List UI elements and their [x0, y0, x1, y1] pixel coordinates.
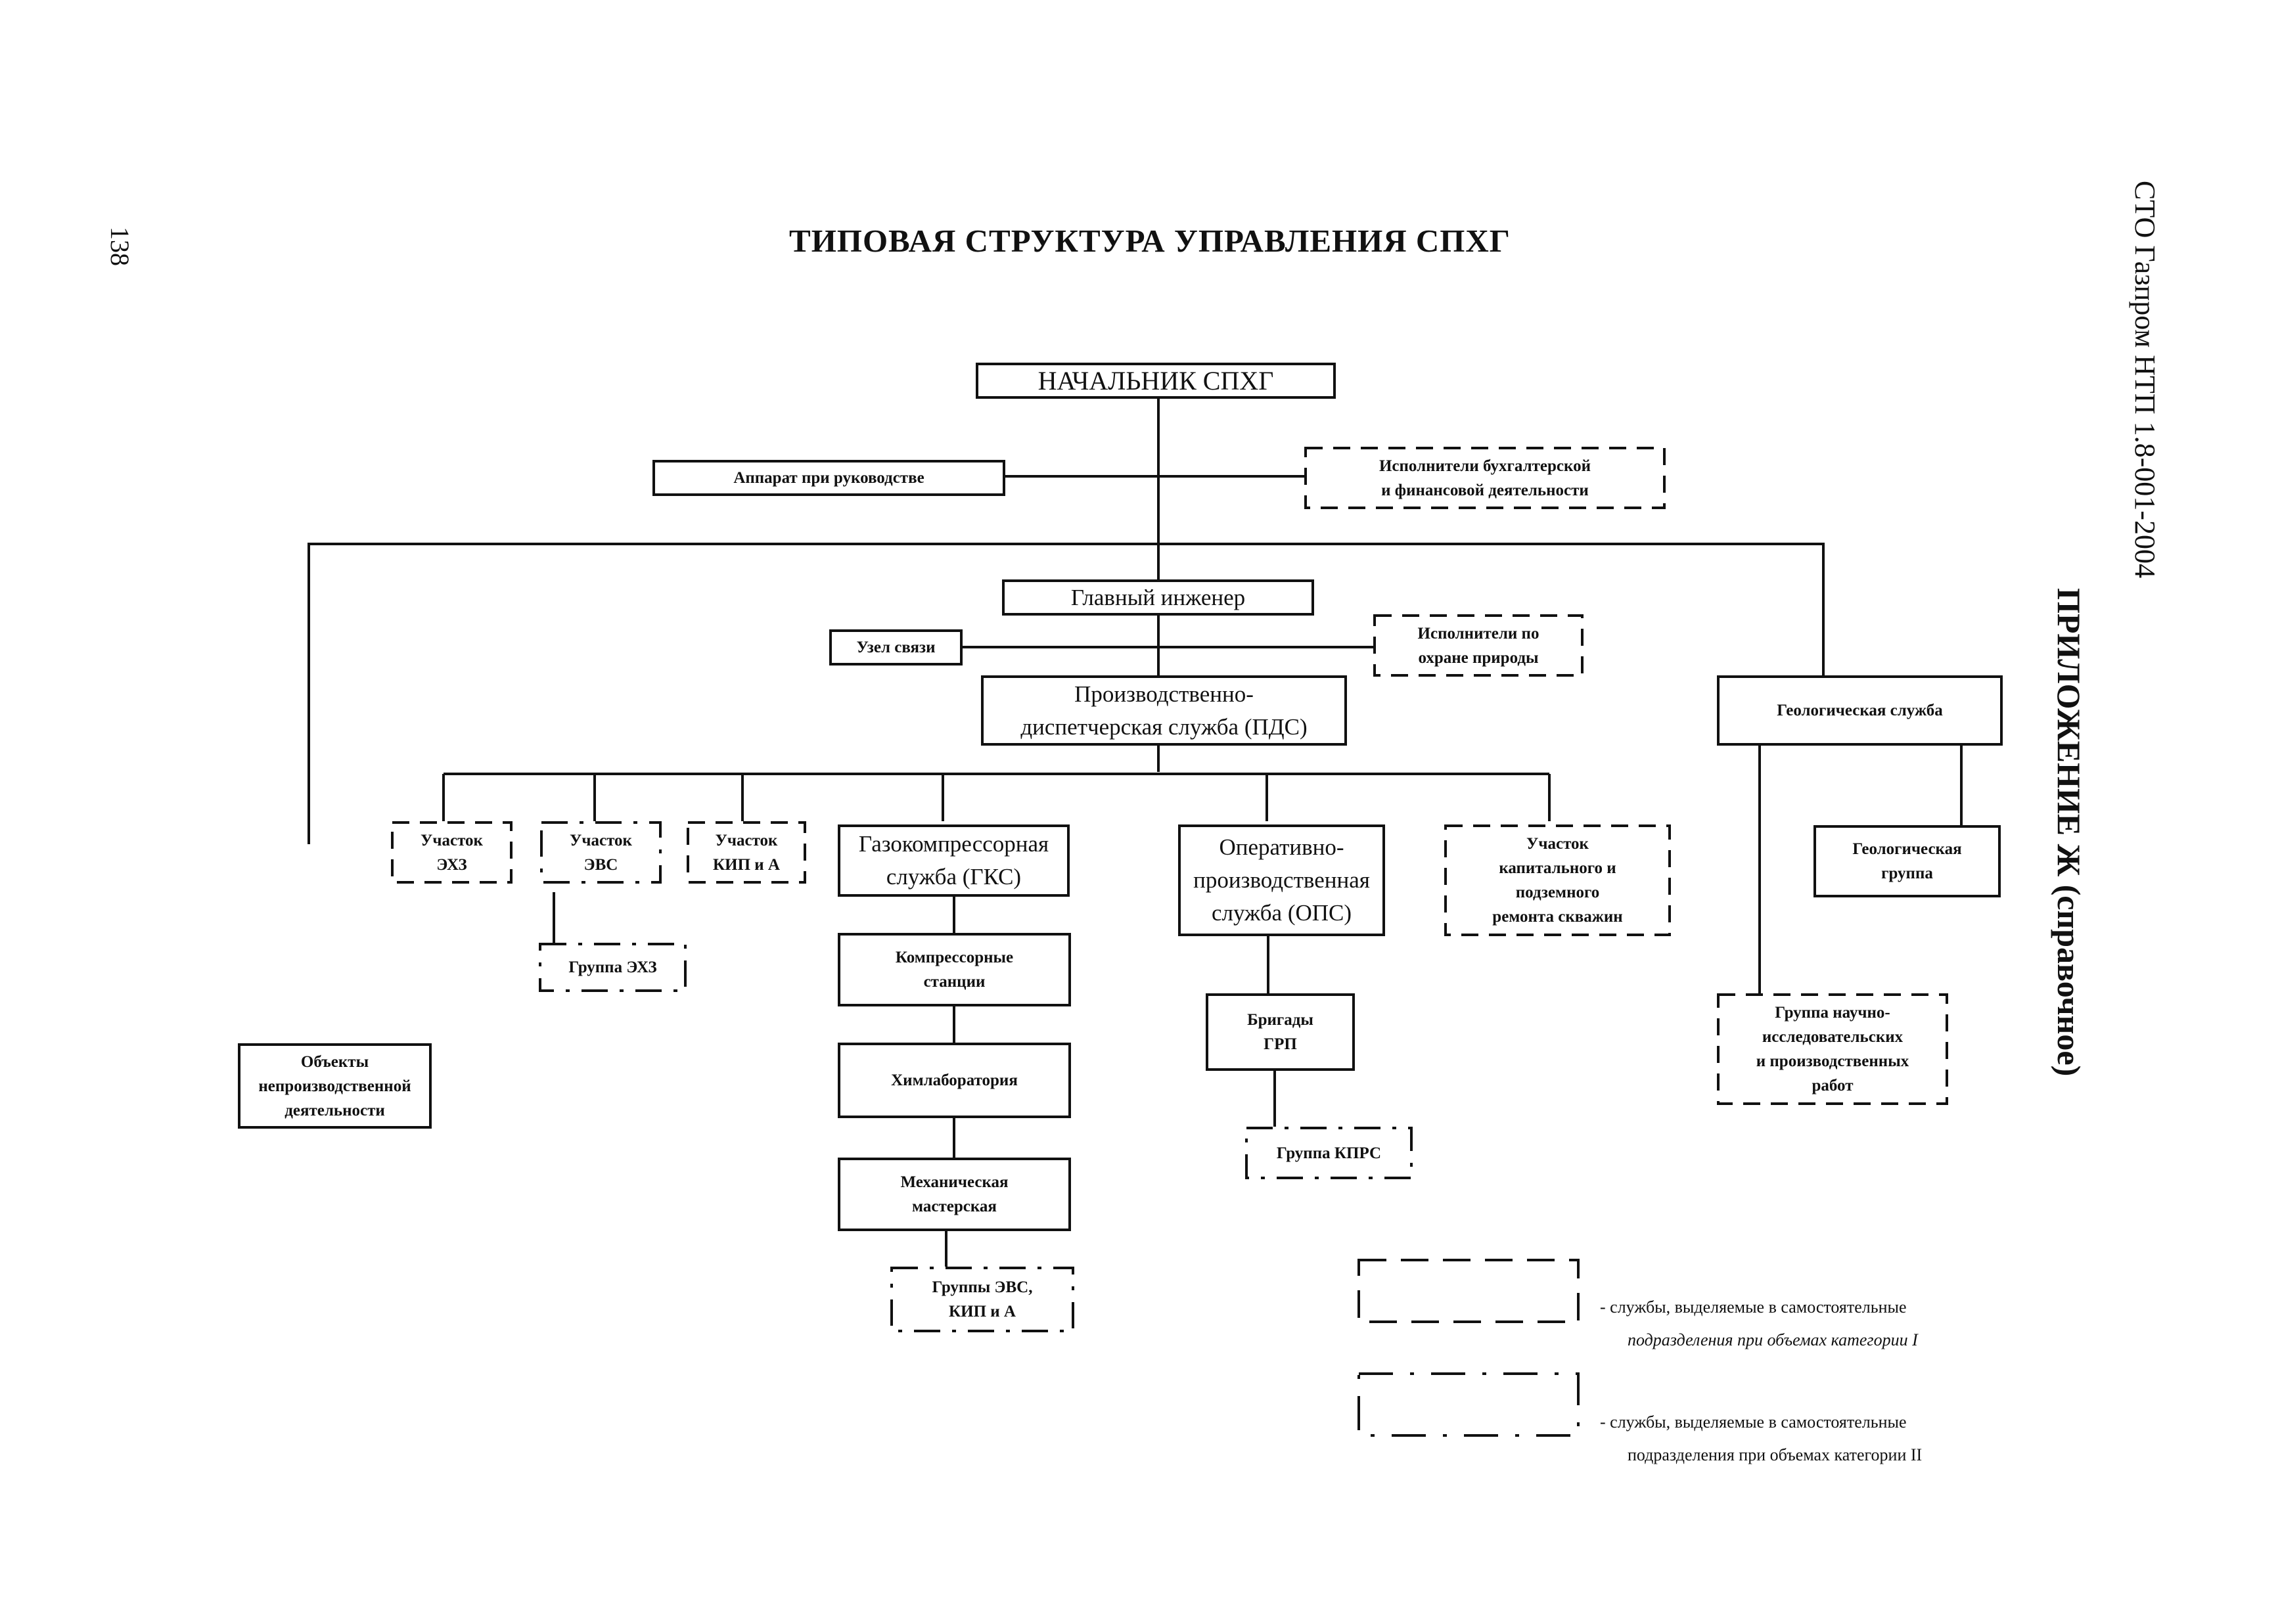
- node-group-ezz: Группа ЭХЗ: [539, 943, 687, 992]
- node-nonprod: Объекты непроизводственной деятельности: [238, 1043, 432, 1129]
- legend-category-1: - службы, выделяемые в самостоятельные п…: [1600, 1297, 1918, 1349]
- page-title: ТИПОВАЯ СТРУКТУРА УПРАВЛЕНИЯ СПХГ: [789, 223, 1511, 259]
- node-chemlab: Химлаборатория: [838, 1043, 1071, 1118]
- node-kprs: Группа КПРС: [1245, 1127, 1413, 1179]
- node-mech: Механическая мастерская: [838, 1158, 1071, 1231]
- node-brigades: Бригады ГРП: [1206, 993, 1355, 1071]
- node-comm: Узел связи: [829, 629, 963, 665]
- node-chief-engineer: Главный инженер: [1002, 579, 1314, 616]
- legend-category-2: - службы, выделяемые в самостоятельные п…: [1600, 1412, 1923, 1464]
- node-krs: Участок капитального и подземного ремонт…: [1444, 824, 1671, 936]
- node-compressor: Компрессорные станции: [838, 933, 1071, 1006]
- appendix-label: ПРИЛОЖЕНИЕ Ж (справочное): [2051, 588, 2087, 1077]
- legend-dashed-swatch: [1357, 1259, 1580, 1323]
- legend-dashdot-swatch: [1357, 1372, 1580, 1437]
- node-buh: Исполнители бухгалтерской и финансовой д…: [1304, 447, 1666, 509]
- node-ezz: Участок ЭХЗ: [391, 821, 513, 884]
- page-number: 138: [105, 227, 135, 266]
- node-research: Группа научно- исследовательских и произ…: [1717, 993, 1948, 1105]
- standard-number: СТО Газпром НТП 1.8-001-2004: [2129, 181, 2161, 578]
- node-evs: Участок ЭВС: [540, 821, 662, 884]
- node-nature: Исполнители по охране природы: [1373, 614, 1584, 677]
- node-apparat: Аппарат при руководстве: [652, 460, 1005, 496]
- node-head: НАЧАЛЬНИК СПХГ: [976, 363, 1336, 399]
- node-kip: Участок КИП и А: [687, 821, 806, 884]
- node-groups-evs: Группы ЭВС, КИП и А: [890, 1267, 1074, 1332]
- node-ops: Оперативно- производственная служба (ОПС…: [1178, 824, 1385, 936]
- node-geo: Геологическая служба: [1717, 675, 2003, 746]
- node-gks: Газокомпрессорная служба (ГКС): [838, 824, 1070, 897]
- node-geo-group: Геологическая группа: [1813, 825, 2001, 897]
- node-pds: Производственно- диспетчерская служба (П…: [981, 675, 1347, 746]
